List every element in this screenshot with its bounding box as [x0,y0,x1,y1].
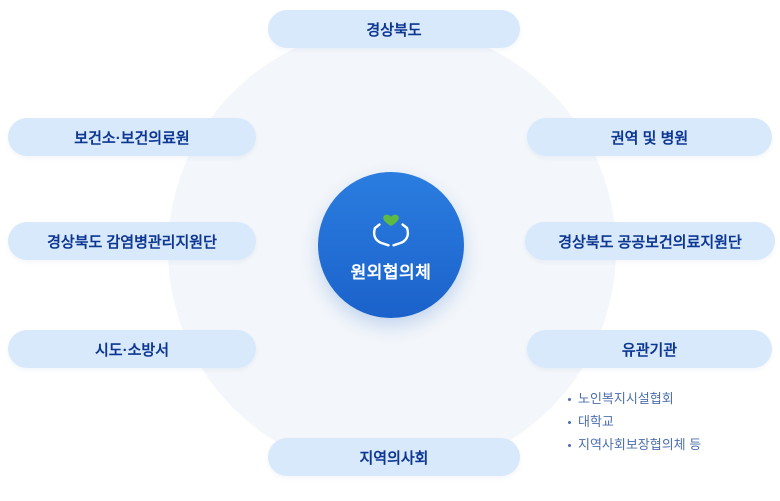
node-local-medical-association: 지역의사회 [268,438,520,476]
node-regional-hospitals: 권역 및 병원 [527,118,772,156]
node-gyeongsangbukdo: 경상북도 [268,10,520,48]
bullet-icon [568,397,571,401]
hands-holding-heart-icon [372,214,410,246]
node-city-fire-station: 시도·소방서 [8,330,256,368]
related-organizations-list: 노인복지시설협회 대학교 지역사회보장협의체 등 [568,390,701,454]
list-item-label: 노인복지시설협회 [578,391,674,406]
list-item: 노인복지시설협회 [568,390,701,408]
bullet-icon [568,443,571,447]
node-related-organizations: 유관기관 [527,330,772,368]
node-health-centers: 보건소·보건의료원 [8,118,256,156]
list-item-label: 대학교 [578,414,614,429]
bullet-icon [568,420,571,424]
list-item: 대학교 [568,413,701,431]
list-item: 지역사회보장협의체 등 [568,436,701,454]
center-node-label: 원외협의체 [350,262,432,282]
node-infectious-disease-support: 경상북도 감염병관리지원단 [8,222,256,260]
node-public-health-support: 경상북도 공공보건의료지원단 [525,222,775,260]
list-item-label: 지역사회보장협의체 등 [578,437,702,452]
center-node: 원외협의체 [318,172,464,318]
